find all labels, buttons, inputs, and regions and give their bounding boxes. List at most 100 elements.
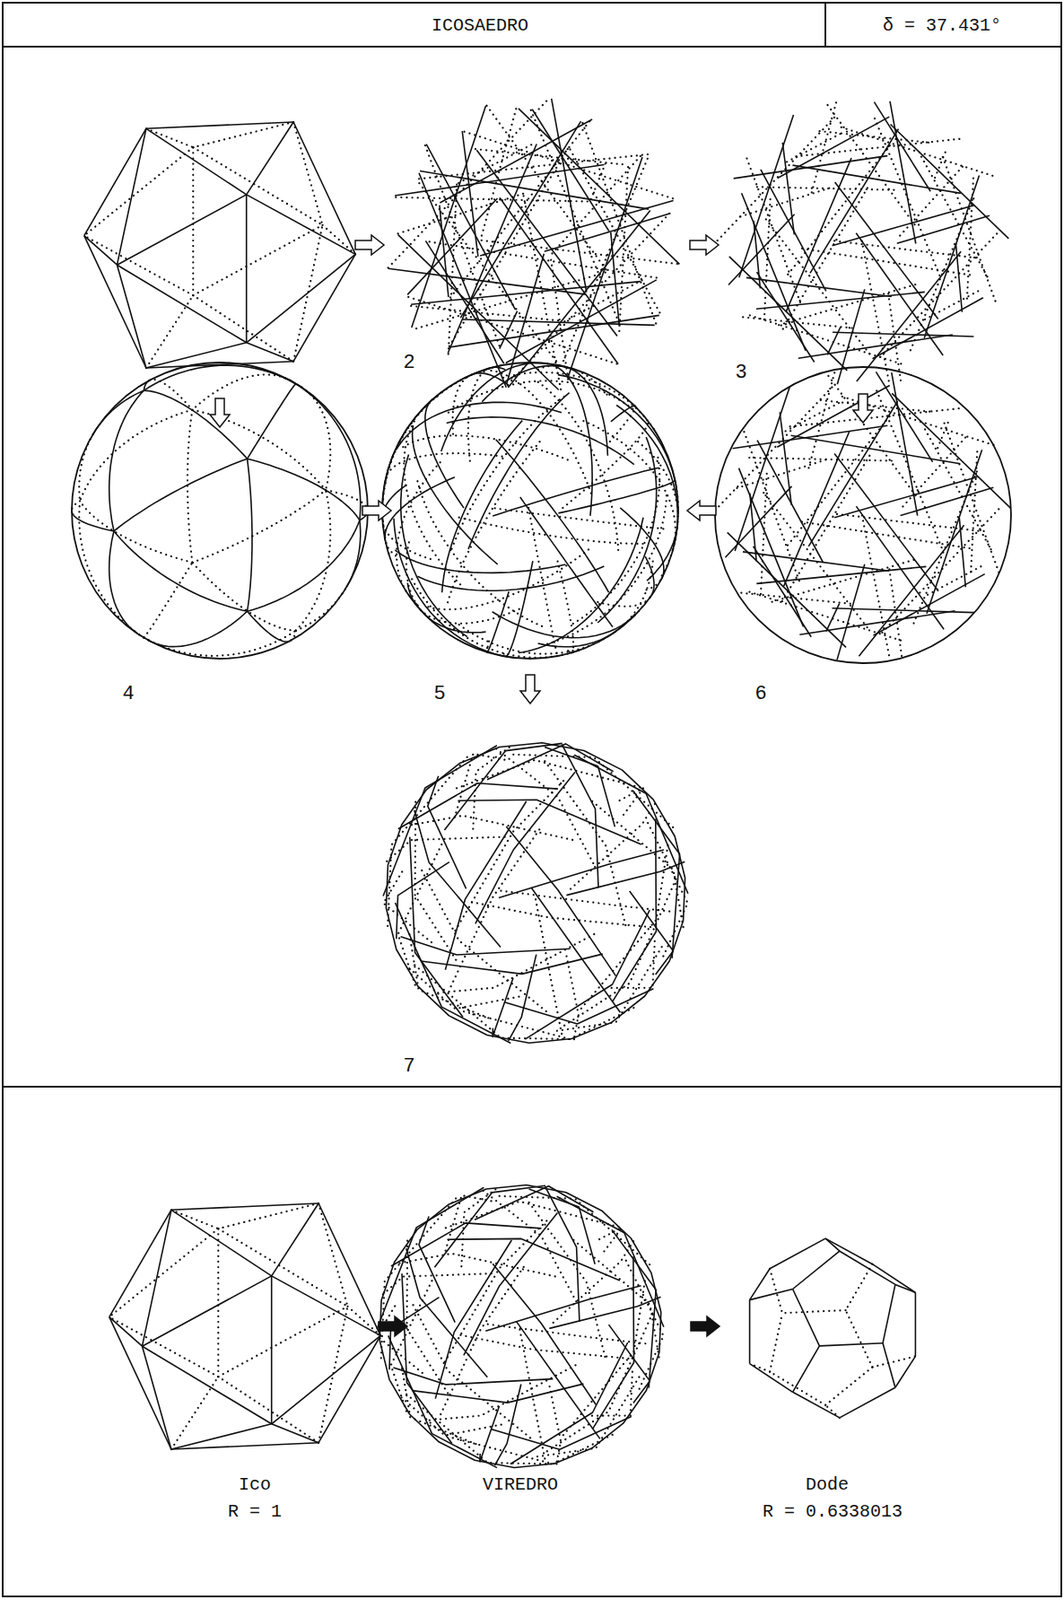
hidden-edge [427,241,657,279]
front-edge [407,198,498,295]
hidden-edge [808,372,835,469]
front-edge [837,288,865,384]
hidden-edge [301,387,331,490]
header-rule [2,45,1062,48]
hidden-edge [626,1260,664,1389]
front-edge [318,1334,381,1442]
hidden-edge [481,240,681,264]
hidden-edge [401,1363,476,1444]
front-edge [505,826,616,977]
hidden-edge [143,630,296,656]
front-edge [439,205,449,297]
hidden-edge [874,118,941,276]
front-edge [839,1250,896,1284]
hidden-edge [376,1304,422,1373]
front-edge [566,861,685,895]
sphere-outline [382,362,679,659]
front-edge [117,194,247,265]
front-edge [427,776,467,890]
front-edge [417,566,604,591]
front-edge [793,1289,820,1346]
hidden-edge [78,434,93,501]
hidden-edge [472,747,510,835]
hidden-edge [296,489,332,631]
hidden-edge [970,451,977,576]
front-edge [418,173,506,388]
front-edge [409,837,463,1018]
hidden-edge [834,240,980,258]
figure-caption: R = 0.6338013 [762,1500,903,1522]
front-edge [109,1209,172,1317]
front-edge [495,1384,522,1466]
hidden-edge [421,869,547,1012]
front-edge [793,1391,840,1418]
hidden-edge [619,166,628,336]
front-edge [420,610,487,633]
sphere-outline [715,366,1012,663]
front-edge [557,1195,664,1327]
front-edge [401,1273,453,1443]
front-edge [420,953,603,974]
hidden-edge [409,968,519,1009]
hidden-edge [588,1371,633,1416]
front-edge [395,902,512,1044]
hidden-edge [538,382,620,553]
hidden-edge [325,489,368,512]
front-edge [515,1320,600,1439]
hidden-edge [743,431,800,581]
front-edge [890,124,1010,239]
hidden-edge [191,409,326,490]
front-edge [442,420,524,594]
front-edge [474,1186,594,1221]
front-edge [476,149,618,336]
front-edge [728,214,795,286]
front-edge [498,849,664,899]
front-edge [113,531,248,611]
sphere-outline [71,362,368,659]
hidden-edge [642,581,661,592]
hidden-edge [420,607,524,624]
front-edge [551,98,587,293]
front-edge [538,631,616,647]
hidden-edge [801,248,970,276]
front-edge [247,458,253,611]
hidden-edge [880,508,999,635]
front-edge [915,1291,917,1356]
front-edge [481,365,573,402]
hidden-edge [566,953,579,1037]
front-edge [117,128,147,265]
hidden-edge [383,870,432,943]
front-edge [784,431,850,586]
hollow-arrow [355,235,384,255]
front-edge [109,1316,172,1449]
front-edge [472,373,509,386]
hidden-edge [549,1383,561,1462]
hidden-edge [396,462,441,595]
figure-caption: VIREDRO [482,1473,559,1495]
front-edge [492,467,659,516]
hidden-edge [440,1265,524,1415]
hidden-edge [403,421,463,588]
front-edge [247,520,360,612]
hidden-edge [187,409,192,563]
front-edge [549,1296,661,1328]
front-edge [819,1343,883,1346]
front-edge [475,772,576,925]
figure-number: 4 [122,682,134,706]
front-edge [270,1275,273,1424]
hidden-edge [451,828,541,986]
hidden-edge [715,384,835,511]
front-edge [629,890,674,975]
figure-number: 2 [402,351,415,375]
front-edge [507,210,651,388]
hidden-edge [415,802,460,965]
front-edge [425,399,464,508]
hidden-edge [191,147,194,296]
hidden-edge [218,1306,348,1377]
hidden-edge [828,104,917,227]
hidden-edge [218,1228,348,1307]
front-edge [510,1342,628,1465]
hidden-edge [782,454,871,602]
hidden-edge [468,901,651,928]
